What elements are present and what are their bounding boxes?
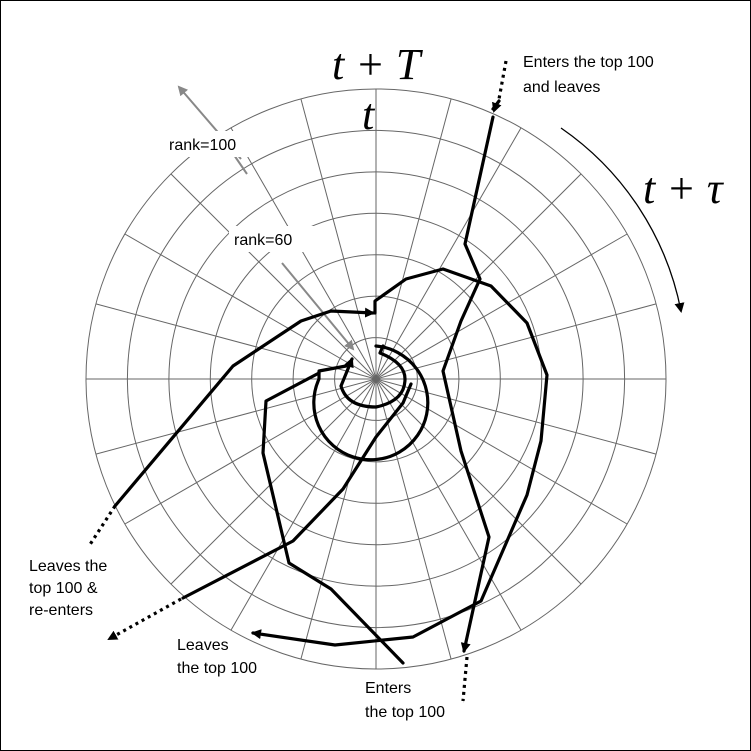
grid-spoke xyxy=(170,173,377,380)
rank-100-label-bg xyxy=(164,131,262,157)
reenter-trajectory xyxy=(113,307,375,508)
grid-spoke xyxy=(230,127,377,380)
inner-ring-trajectory xyxy=(312,344,430,462)
grid-spoke xyxy=(170,378,377,585)
enters-label-line2: the top 100 xyxy=(365,704,445,721)
leaves-top-100-trajectory xyxy=(251,267,549,647)
time-direction-arrow xyxy=(560,127,685,313)
t-plus-tau-label: t + τ xyxy=(643,164,725,213)
enter-leave-label-line2: and leaves xyxy=(523,79,600,96)
rank-100-label: rank=100 xyxy=(169,137,236,154)
enters-lower-trajectory xyxy=(261,371,405,665)
leaves-label-line1: Leaves xyxy=(177,637,229,654)
enters-label-line1: Enters xyxy=(365,680,411,697)
rank-60-label: rank=60 xyxy=(234,232,292,249)
grid-spoke xyxy=(95,303,377,380)
grid-spoke xyxy=(300,378,377,660)
leave-reenter-dotted-lead xyxy=(87,505,117,547)
grid-spoke xyxy=(375,378,522,631)
leave-reenter-label-line1: Leaves the xyxy=(29,558,107,575)
inner-spiral-trajectory xyxy=(339,344,407,409)
grid-spoke xyxy=(375,378,582,585)
grid-spoke xyxy=(300,98,377,380)
grid-spoke xyxy=(375,127,522,380)
enter-leave-label-line1: Enters the top 100 xyxy=(523,54,654,71)
grid-spoke xyxy=(95,378,377,455)
enter-leave-trajectory xyxy=(441,115,495,653)
rank-60-label-bg xyxy=(229,226,315,252)
grid-spoke xyxy=(375,303,657,380)
enter-leave-dotted-tail xyxy=(461,656,469,702)
grid-spoke xyxy=(375,378,657,455)
leave-reenter-dotted-tail xyxy=(107,597,182,641)
polar-grid xyxy=(85,88,667,670)
grid-spoke xyxy=(375,98,452,380)
leave-reenter-label-line2: top 100 & xyxy=(29,580,98,597)
enter-leave-arrowhead-stub xyxy=(491,99,501,111)
grid-spoke xyxy=(230,378,377,631)
enter-leave-dotted-lead xyxy=(497,60,508,100)
rank-60-arrow xyxy=(281,262,355,351)
grid-spoke xyxy=(375,378,452,660)
leave-reenter-inner-trajectory xyxy=(181,382,413,600)
grid-spoke xyxy=(375,233,628,380)
leave-reenter-label-line3: re-enters xyxy=(29,602,93,619)
t-label: t xyxy=(362,90,376,139)
leaves-label-line2: the top 100 xyxy=(177,660,257,677)
grid-spoke xyxy=(375,378,628,525)
grid-spoke xyxy=(124,378,377,525)
t-plus-T-label: t + T xyxy=(332,40,424,89)
grid-spoke xyxy=(124,233,377,380)
